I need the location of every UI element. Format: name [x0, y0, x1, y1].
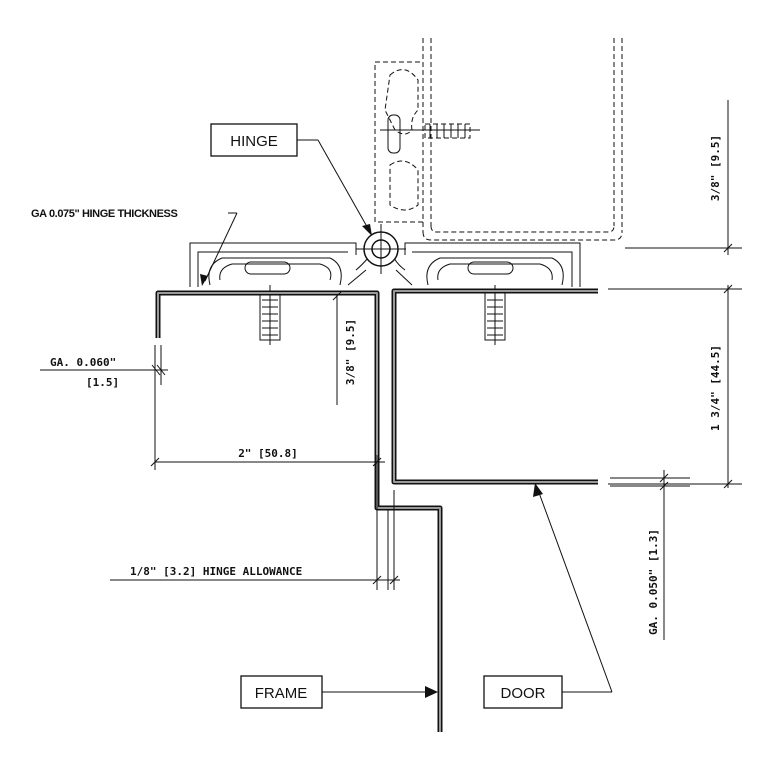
left-hinge-leaf — [189, 242, 369, 287]
door-profile — [391, 288, 598, 485]
hinge-callout: HINGE — [210, 123, 298, 157]
dimension-lines — [40, 100, 742, 640]
door-callout: DOOR — [483, 675, 563, 709]
right-screw — [484, 285, 506, 345]
two-inch-dim-label: 2" [50.8] — [238, 447, 298, 460]
right-hinge-leaf — [393, 242, 581, 287]
ga-050-label: GA. 0.050" [1.3] — [647, 529, 660, 635]
hinge-allowance-label: 1/8" [3.2] HINGE ALLOWANCE — [130, 565, 302, 578]
hinge-knuckle — [356, 224, 406, 274]
ga-060-metric-label: [1.5] — [86, 376, 119, 389]
frame-profile — [155, 290, 443, 732]
hinge-pocket-dashed — [374, 61, 480, 223]
one-three-quarter-label: 1 3/4" [44.5] — [709, 345, 722, 431]
three-eighths-top-label: 3/8" [9.5] — [709, 135, 722, 201]
leader-lines — [200, 139, 613, 698]
hinge-thickness-label: GA 0.075" HINGE THICKNESS — [31, 208, 177, 220]
door-label: DOOR — [501, 685, 546, 702]
frame-label: FRAME — [255, 685, 308, 702]
ga-060-label: GA. 0.060" — [50, 356, 116, 369]
three-eighths-mid-label: 3/8" [9.5] — [344, 319, 357, 385]
door-leaf-outline — [422, 38, 623, 241]
hinge-label: HINGE — [230, 133, 278, 150]
frame-callout: FRAME — [240, 675, 323, 709]
